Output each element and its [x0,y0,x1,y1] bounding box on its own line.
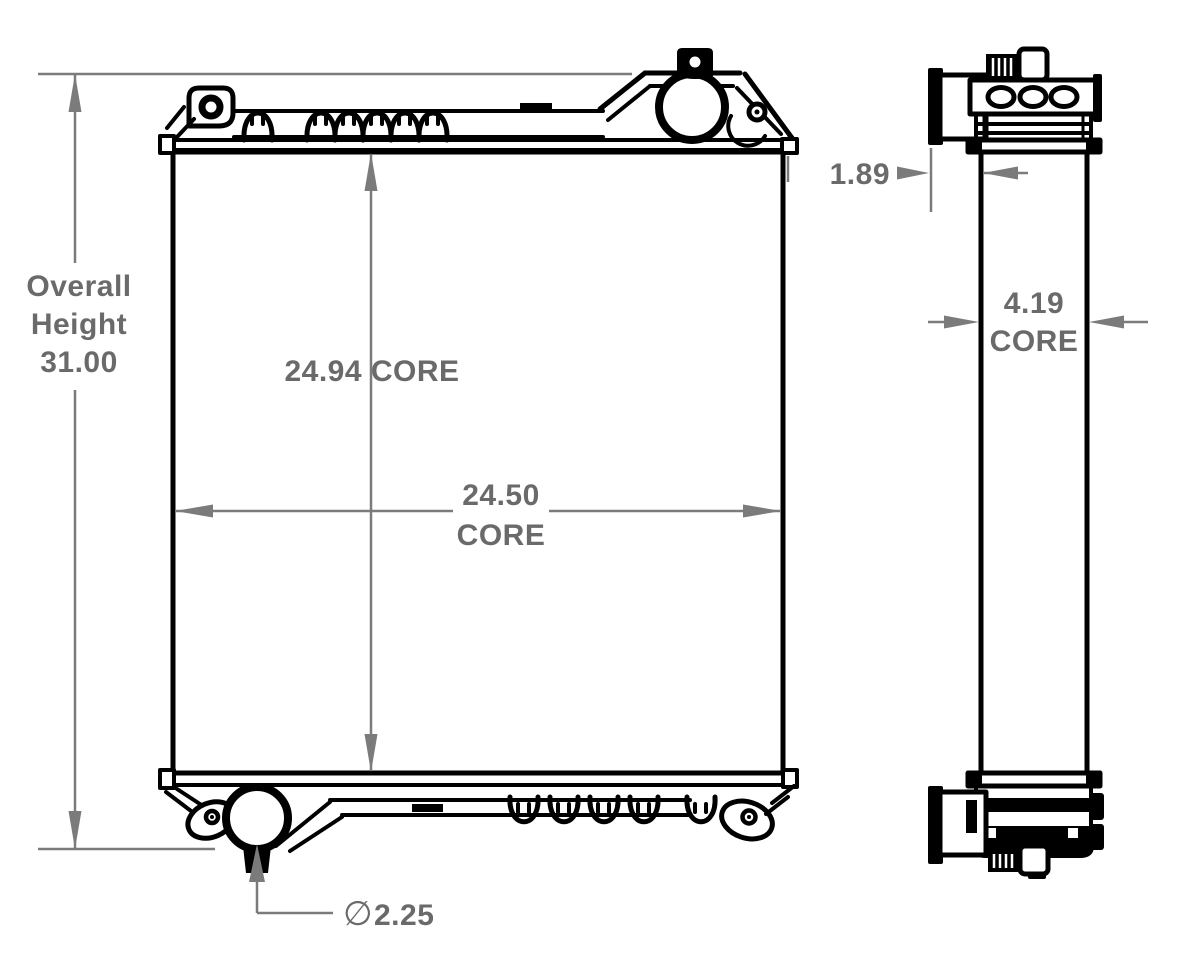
arrow-down [364,734,378,772]
core-height-label: 24.94 CORE [284,355,459,388]
outlet-pipe [222,783,292,853]
bottom-bar-tab [412,804,443,812]
side-view [928,46,1104,879]
arrow-right [944,315,979,329]
overall-height-label-line2: Height [31,308,127,341]
bottom-left-corner-tab [158,768,176,790]
dimension-outlet-diameter: ∅ 2.25 [249,844,434,934]
dimension-overall-height: Overall Height 31.00 [26,72,632,851]
dimension-bracket-offset: 1.89 [830,148,1028,212]
bottom-tank [158,768,799,873]
side-top-tank [928,46,1103,155]
core-depth-value: 4.19 [1004,287,1064,320]
top-left-corner-tab [158,134,176,155]
outlet-diameter-value: 2.25 [374,899,434,932]
overall-height-value: 31.00 [40,346,118,379]
core-width-value: 24.50 [462,479,540,512]
filler-tab-hole [689,56,701,68]
arrow-right [743,504,781,518]
tank-oval [1017,85,1049,109]
dimension-core-width: 24.50 CORE [175,479,781,552]
top-right-corner-tab [780,137,799,155]
tank-oval [1048,85,1080,109]
tank-oval [985,85,1017,109]
arrow-up [364,153,378,191]
top-right-bracket [726,101,768,148]
bracket-offset-value: 1.89 [830,158,890,191]
top-left-bracket [165,85,236,139]
arrow-up [249,844,265,882]
arrow-left [983,166,1018,180]
arrow-up [68,74,82,112]
bottom-right-bracket [719,798,775,842]
arrow-left [175,504,213,518]
arrow-right [897,166,929,180]
overall-height-label-line1: Overall [26,270,131,303]
side-bottom-tank [928,770,1104,879]
front-view [158,48,799,873]
side-bottom-bracket [937,789,989,858]
top-clips [241,110,450,143]
dimension-core-depth: 4.19 CORE [928,287,1148,358]
diameter-symbol: ∅ [343,894,373,934]
core-front [170,149,786,776]
top-tank [158,48,799,155]
side-right-tab [1090,824,1104,850]
bottom-clips [507,794,718,825]
top-bar-tab [520,103,552,112]
side-right-tab [1090,793,1104,820]
core-depth-label: CORE [990,325,1079,358]
arrow-left [1089,315,1124,329]
filler-neck [655,70,729,144]
arrow-down [68,811,82,849]
filler-cap [982,46,1052,83]
bracket-hole [198,94,224,120]
drain-fitting [988,843,1051,879]
core-width-label: CORE [457,519,546,552]
dimension-core-height: 24.94 CORE [284,153,459,772]
